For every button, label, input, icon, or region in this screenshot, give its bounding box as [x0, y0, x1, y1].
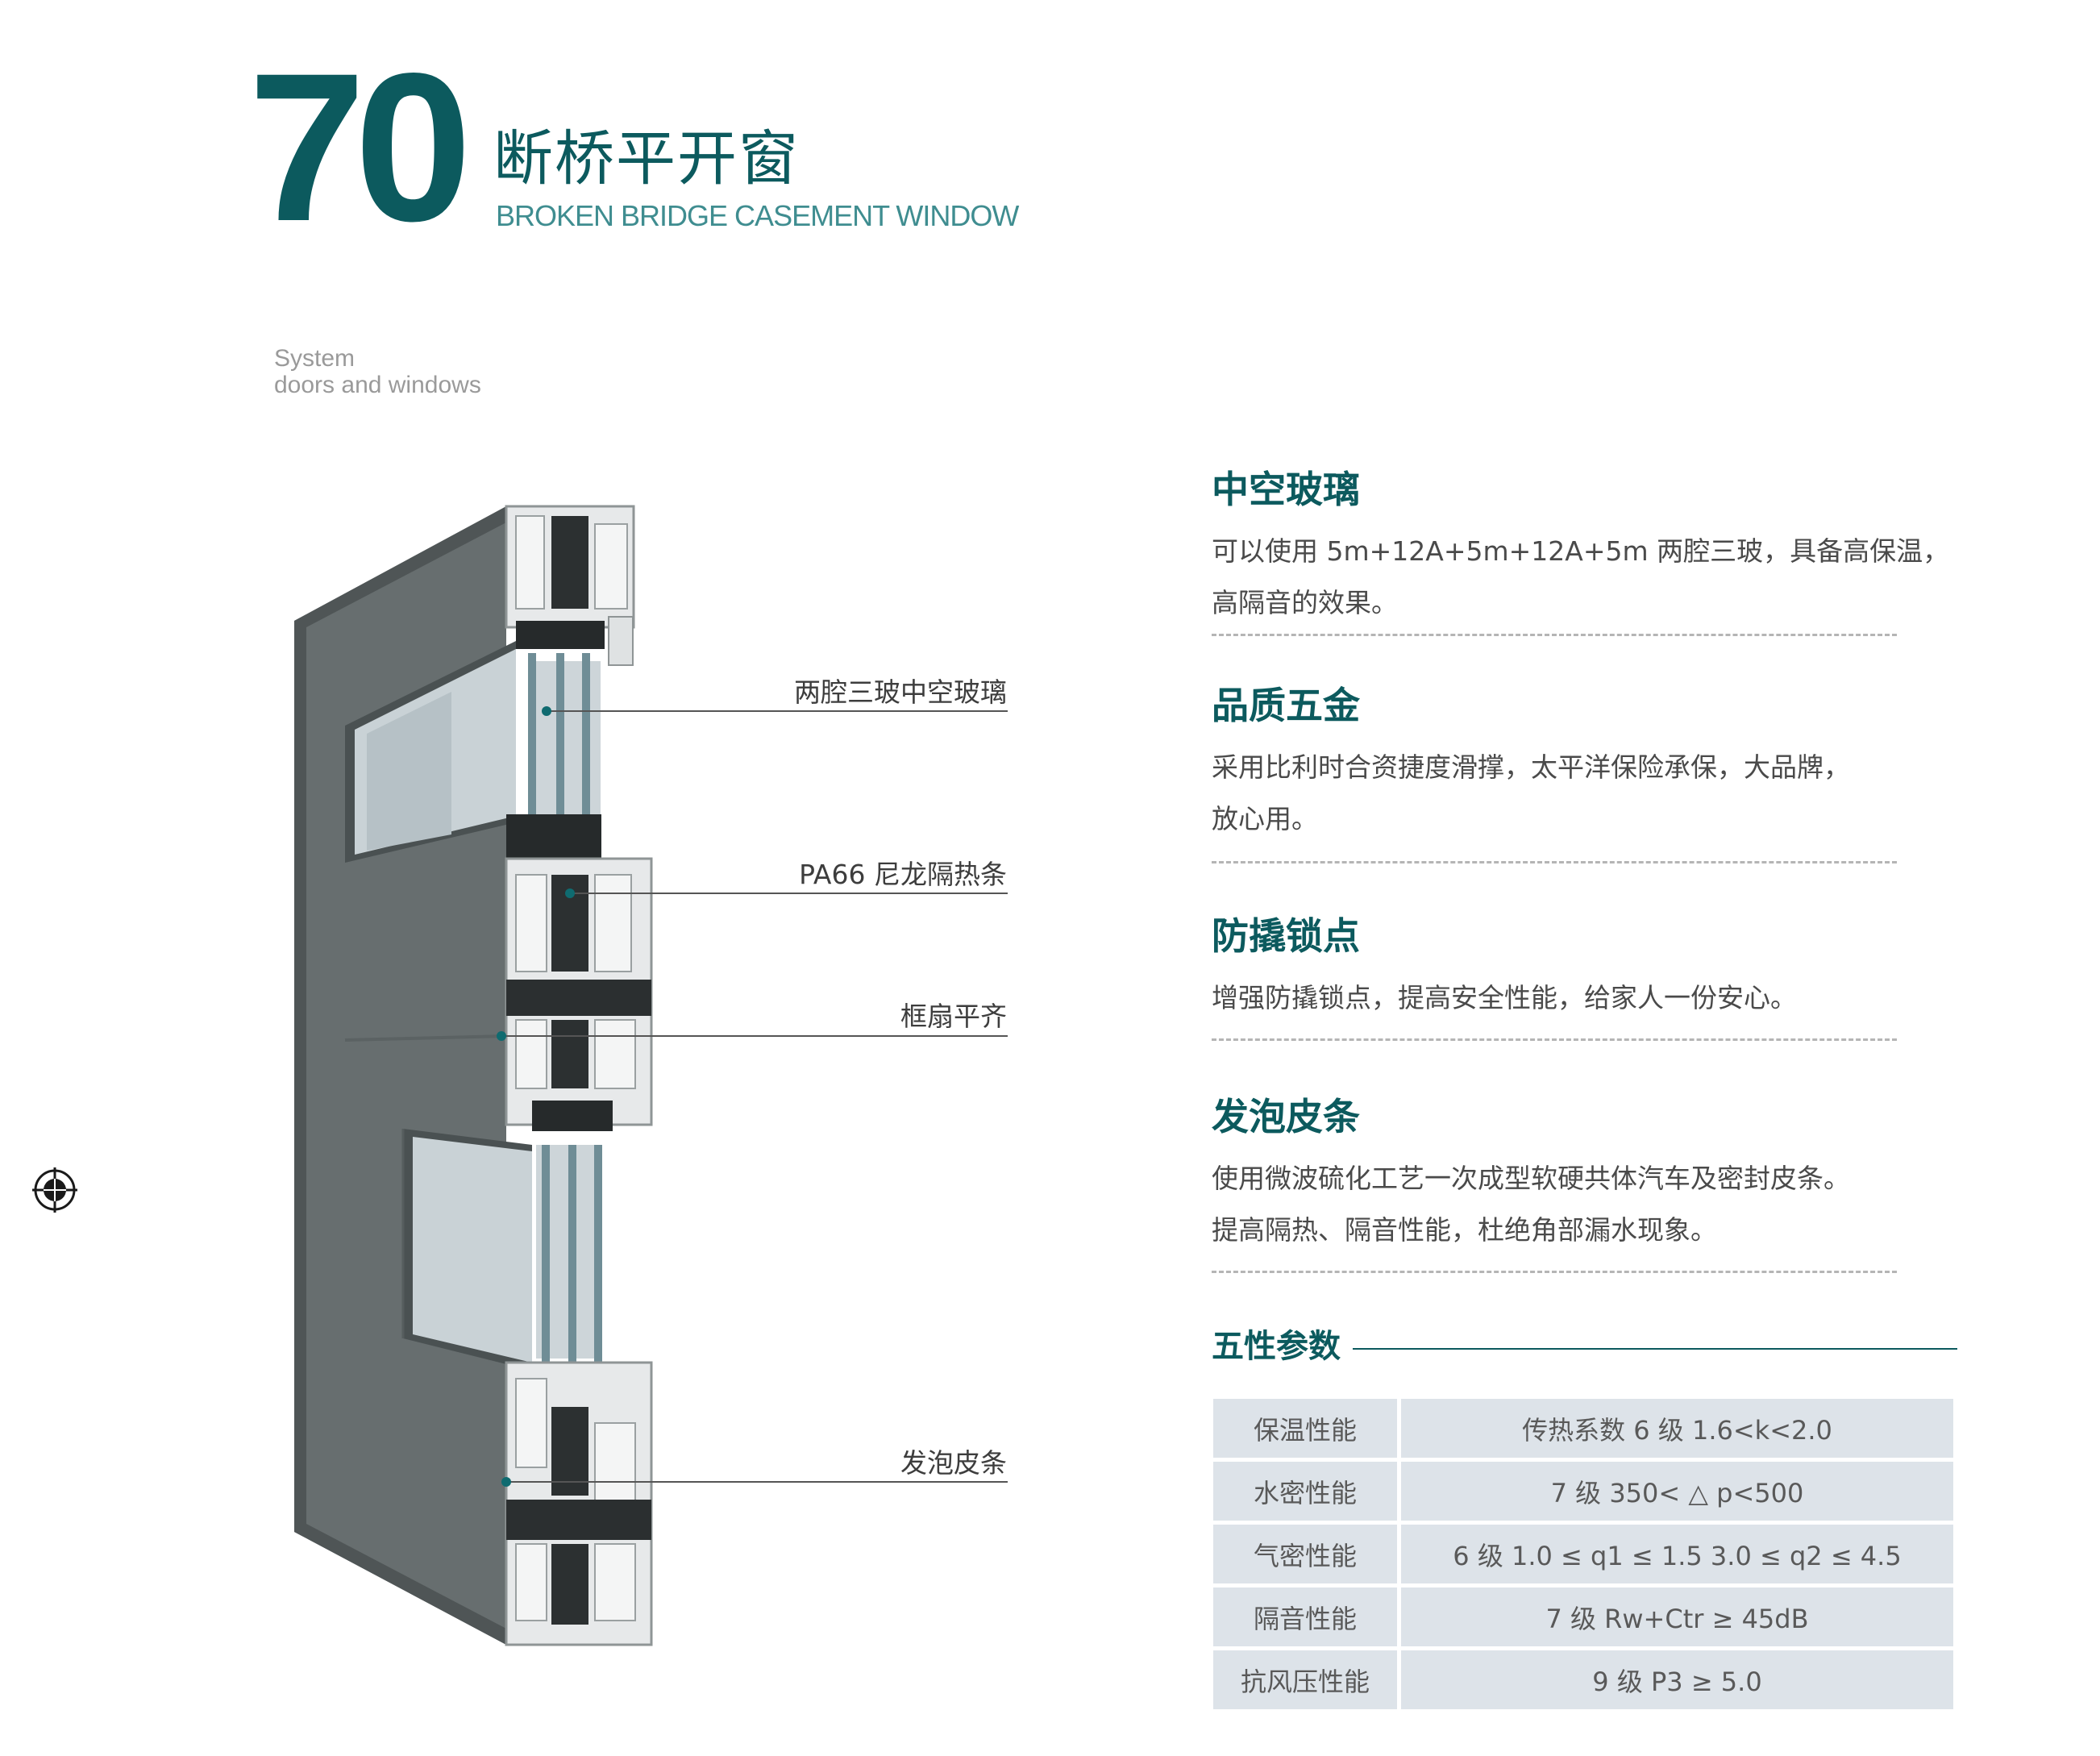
table-row: 水密性能 7 级 350< △ p<500 [1213, 1459, 1953, 1525]
table-row: 隔音性能 7 级 Rw+Ctr ≥ 45dB [1213, 1585, 1953, 1650]
specs-title-rule [1353, 1348, 1957, 1350]
callout-label: 两腔三玻中空玻璃 [794, 676, 1007, 708]
feature-description-line: 可以使用 5m+12A+5m+12A+5m 两腔三玻，具备高保温， [1212, 535, 1950, 567]
feature-section: 中空玻璃 可以使用 5m+12A+5m+12A+5m 两腔三玻，具备高保温， 高… [1212, 468, 1950, 629]
dashed-divider [1212, 634, 1897, 636]
feature-description-line: 高隔音的效果。 [1212, 587, 1398, 618]
spec-value: 7 级 Rw+Ctr ≥ 45dB [1399, 1585, 1953, 1650]
spec-name: 保温性能 [1213, 1399, 1401, 1462]
feature-title: 中空玻璃 [1212, 468, 1360, 511]
feature-description-line: 使用微波硫化工艺一次成型软硬共体汽车及密封皮条。 [1212, 1163, 1850, 1194]
window-cross-section-illustration [294, 505, 1008, 1646]
table-row: 抗风压性能 9 级 P3 ≥ 5.0 [1213, 1648, 1953, 1713]
tagline: System doors and windows [274, 345, 481, 398]
spec-value: 6 级 1.0 ≤ q1 ≤ 1.5 3.0 ≤ q2 ≤ 4.5 [1399, 1522, 1953, 1587]
dashed-divider [1212, 1038, 1897, 1041]
feature-title: 发泡皮条 [1212, 1095, 1360, 1138]
registration-mark-icon [32, 1167, 77, 1213]
callout-label: 框扇平齐 [900, 1001, 1007, 1032]
spec-name: 隔音性能 [1213, 1585, 1401, 1650]
spec-value: 9 级 P3 ≥ 5.0 [1399, 1648, 1953, 1713]
feature-title: 防撬锁点 [1212, 914, 1360, 958]
feature-description: 使用微波硫化工艺一次成型软硬共体汽车及密封皮条。 提高隔热、隔音性能，杜绝角部漏… [1212, 1153, 1921, 1256]
spec-value: 传热系数 6 级 1.6<k<2.0 [1399, 1399, 1953, 1462]
table-row: 气密性能 6 级 1.0 ≤ q1 ≤ 1.5 3.0 ≤ q2 ≤ 4.5 [1213, 1522, 1953, 1587]
page-subtitle: BROKEN BRIDGE CASEMENT WINDOW [496, 199, 1019, 232]
feature-section: 发泡皮条 使用微波硫化工艺一次成型软硬共体汽车及密封皮条。 提高隔热、隔音性能，… [1212, 1098, 1921, 1256]
callout-label: 发泡皮条 [900, 1447, 1007, 1479]
feature-description-line: 放心用。 [1212, 803, 1318, 834]
tagline-line: System [274, 345, 356, 372]
spec-value: 7 级 350< △ p<500 [1399, 1459, 1953, 1525]
spec-name: 气密性能 [1213, 1522, 1401, 1587]
feature-description-line: 采用比利时合资捷度滑撑，太平洋保险承保，大品牌， [1212, 751, 1850, 783]
dashed-divider [1212, 861, 1897, 863]
table-row: 保温性能 传热系数 6 级 1.6<k<2.0 [1213, 1399, 1953, 1462]
page-title: 断桥平开窗 [493, 124, 800, 193]
feature-section: 品质五金 采用比利时合资捷度滑撑，太平洋保险承保，大品牌， 放心用。 [1212, 687, 1921, 845]
spec-name: 水密性能 [1213, 1459, 1401, 1525]
spec-table: 保温性能 传热系数 6 级 1.6<k<2.0 水密性能 7 级 350< △ … [1213, 1399, 1953, 1713]
dashed-divider [1212, 1271, 1897, 1273]
feature-description-line: 增强防撬锁点，提高安全性能，给家人一份安心。 [1212, 982, 1797, 1013]
feature-description: 采用比利时合资捷度滑撑，太平洋保险承保，大品牌， 放心用。 [1212, 742, 1921, 845]
feature-description: 可以使用 5m+12A+5m+12A+5m 两腔三玻，具备高保温， 高隔音的效果… [1212, 526, 1950, 629]
callout-label: PA66 尼龙隔热条 [799, 859, 1007, 890]
model-number: 70 [248, 29, 472, 265]
spec-name: 抗风压性能 [1213, 1648, 1401, 1713]
feature-description-line: 提高隔热、隔音性能，杜绝角部漏水现象。 [1212, 1214, 1717, 1246]
specs-title: 五性参数 [1212, 1328, 1341, 1365]
feature-description: 增强防撬锁点，提高安全性能，给家人一份安心。 [1212, 972, 1921, 1024]
feature-section: 防撬锁点 增强防撬锁点，提高安全性能，给家人一份安心。 [1212, 918, 1921, 1024]
tagline-line: doors and windows [274, 372, 481, 398]
feature-title: 品质五金 [1212, 684, 1360, 727]
